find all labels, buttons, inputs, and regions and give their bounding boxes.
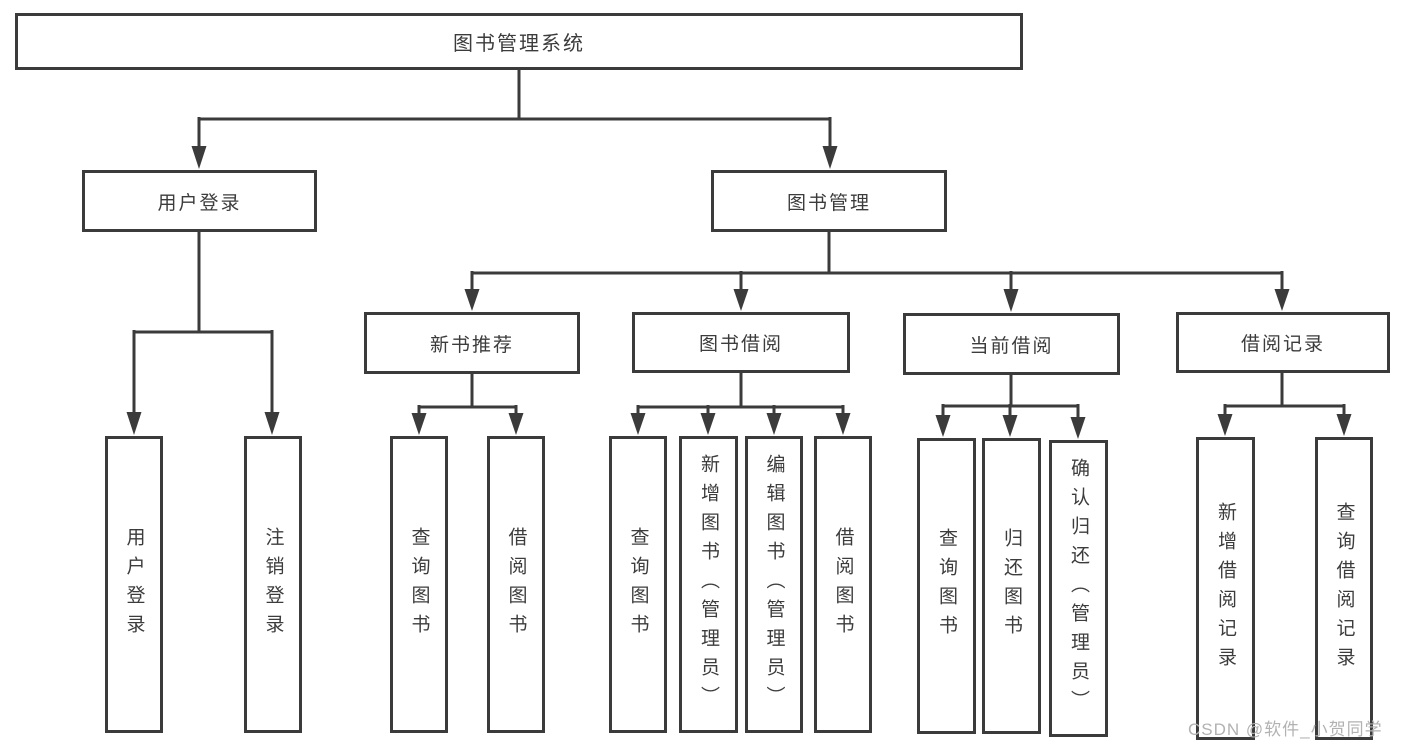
leaf-borrow-books-recommend: 借阅图书 [487,436,545,733]
node-current-borrow: 当前借阅 [903,313,1120,375]
leaf-confirm-return-admin-label: 确认归还（管理员） [1068,458,1089,719]
leaf-query-books-borrow: 查询图书 [609,436,667,733]
leaf-borrow-books-2: 借阅图书 [814,436,872,733]
leaf-return-books: 归还图书 [982,438,1041,734]
node-book-borrow-label: 图书借阅 [698,334,783,355]
leaf-user-login: 用户登录 [105,436,163,733]
leaf-query-books-current-label: 查询图书 [936,528,957,644]
leaf-add-borrow-record-label: 新增借阅记录 [1215,501,1236,676]
node-book-management-label: 图书管理 [786,192,871,214]
leaf-user-login-label: 用户登录 [123,526,145,643]
leaf-query-borrow-record: 查询借阅记录 [1315,437,1373,740]
node-user-login-label: 用户登录 [157,192,242,214]
leaf-query-books-recommend-label: 查询图书 [408,526,430,643]
node-root: 图书管理系统 [15,13,1023,70]
node-book-management: 图书管理 [711,170,947,232]
leaf-edit-book-admin-label: 编辑图书（管理员） [763,454,785,715]
leaf-logout-label: 注销登录 [262,526,284,643]
leaf-add-book-admin: 新增图书（管理员） [679,436,738,733]
leaf-edit-book-admin: 编辑图书（管理员） [745,436,803,733]
node-book-borrow: 图书借阅 [632,312,850,373]
node-new-book-recommend-label: 新书推荐 [429,334,514,356]
leaf-logout: 注销登录 [244,436,302,733]
leaf-add-book-admin-label: 新增图书（管理员） [698,454,719,715]
leaf-borrow-books-recommend-label: 借阅图书 [505,526,527,643]
node-borrow-records-label: 借阅记录 [1240,334,1325,355]
leaf-return-books-label: 归还图书 [1001,528,1022,644]
leaf-query-books-current: 查询图书 [917,438,976,734]
node-current-borrow-label: 当前借阅 [969,335,1054,357]
leaf-add-borrow-record: 新增借阅记录 [1196,437,1255,740]
leaf-query-borrow-record-label: 查询借阅记录 [1333,501,1355,676]
node-user-login: 用户登录 [82,170,317,232]
leaf-borrow-books-2-label: 借阅图书 [832,526,854,643]
node-borrow-records: 借阅记录 [1176,312,1390,373]
leaf-confirm-return-admin: 确认归还（管理员） [1049,440,1108,737]
csdn-watermark: CSDN @软件_小贺同学 [1188,720,1383,739]
leaf-query-books-borrow-label: 查询图书 [627,526,649,643]
node-root-label: 图书管理系统 [453,33,585,55]
leaf-query-books-recommend: 查询图书 [390,436,448,733]
node-new-book-recommend: 新书推荐 [364,312,580,374]
